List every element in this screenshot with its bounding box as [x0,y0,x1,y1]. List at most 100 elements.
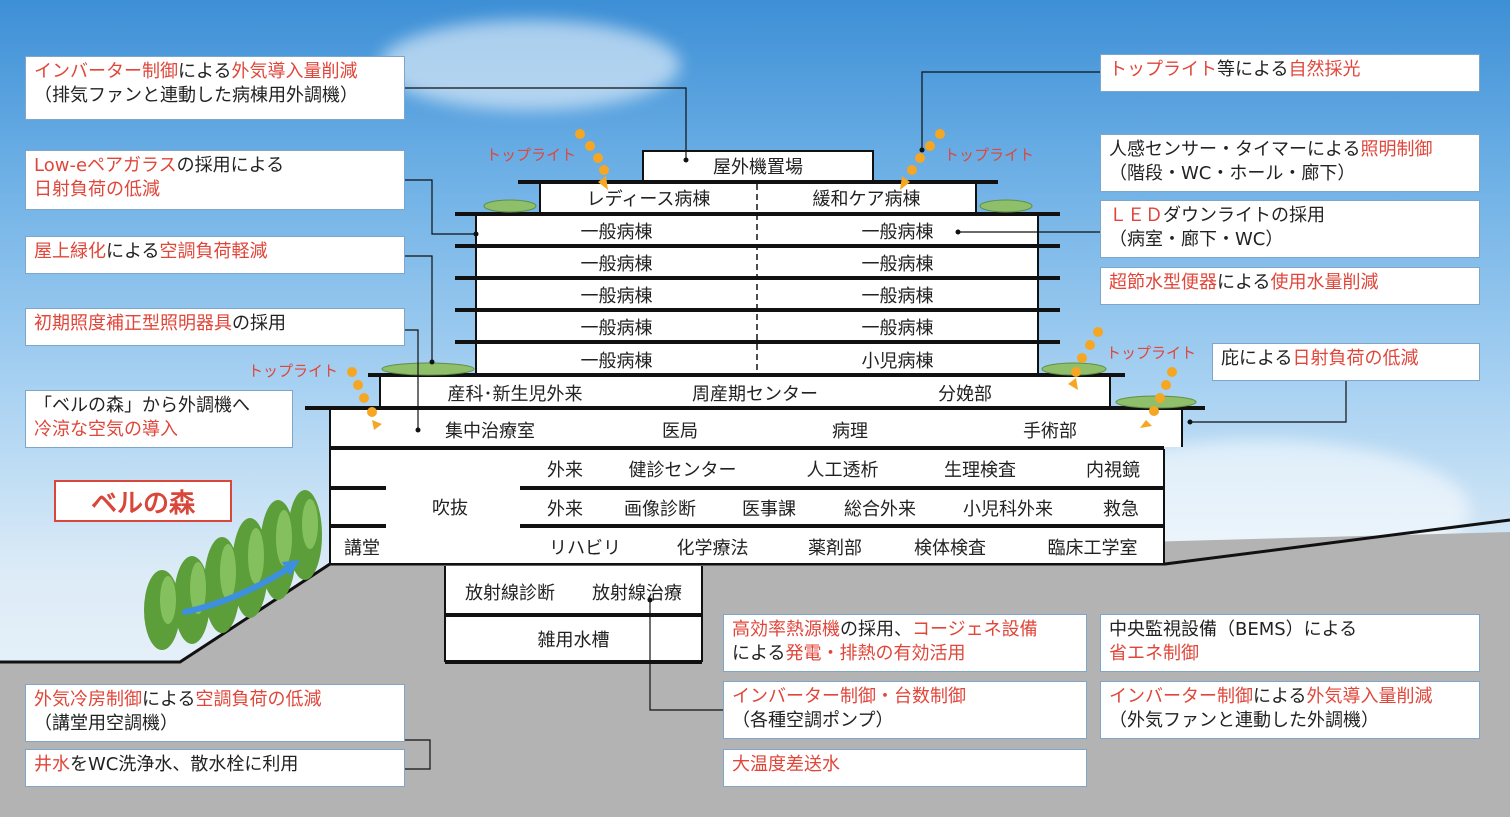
general-ward: 一般病棟 [580,318,653,339]
pharmacy: 薬剤部 [808,538,862,559]
auditorium: 講堂 [344,538,380,559]
bell-forest-label: ベルの森 [54,480,232,522]
toplight-label: トップライト [1106,344,1197,362]
callout-text: による [142,689,196,710]
callout-outdoor-air-cooling: 外気冷房制御による空調負荷の低減（講堂用空調機） [25,684,405,742]
callout-water-saving-toilet: 超節水型便器による使用水量削減 [1100,267,1480,305]
callout-line: 超節水型便器による使用水量削減 [1109,271,1471,295]
callout-text: 人感センサー・タイマーによる [1109,139,1361,160]
callout-text: をWC洗浄水、散水栓に利用 [70,754,299,775]
callout-eaves-solar: 庇による日射負荷の低減 [1212,343,1480,381]
callout-highlight-text: コージェネ設備 [912,619,1038,640]
callout-line: （各種空調ポンプ） [732,709,1078,733]
callout-line: （講堂用空調機） [34,712,396,736]
callout-line: 「ベルの森」から外調機へ [34,394,284,418]
callout-text: 等による [1217,59,1289,80]
callout-text: （各種空調ポンプ） [732,710,894,731]
callout-highlight-text: インバーター制御 [1109,686,1253,707]
callout-line: インバーター制御による外気導入量削減 [34,60,396,84]
callout-heat-source-cogeneration: 高効率熱源機の採用、コージェネ設備による発電・排熱の有効活用 [723,614,1087,672]
toplight-label: トップライト [486,146,577,164]
specimen-testing: 検体検査 [914,538,986,559]
callout-text: （外気ファンと連動した外調機） [1109,710,1379,731]
obstetrics-outpatient: 産科･新生児外来 [447,383,583,405]
callout-line: 庇による日射負荷の低減 [1221,347,1471,371]
callout-text: （病室・廊下・WC） [1109,229,1284,250]
physiological-testing: 生理検査 [944,460,1016,481]
radiation-therapy: 放射線治療 [592,583,682,604]
ladies-ward: レディース病棟 [586,189,711,210]
callout-inverter-ward-ahu: インバーター制御による外気導入量削減（排気ファンと連動した病棟用外調機） [25,56,405,120]
callout-highlight-text: 空調負荷軽減 [159,241,268,262]
medical-office: 医局 [662,420,698,442]
callout-highlight-text: インバーター制御・台数制御 [732,686,966,707]
callout-lighting-control: 人感センサー・タイマーによる照明制御（階段・WC・ホール・廊下） [1100,134,1480,192]
callout-line: 日射負荷の低減 [34,178,396,202]
callout-line: インバーター制御・台数制御 [732,685,1078,709]
pediatric-ward: 小児病棟 [861,350,934,372]
imaging-diagnosis: 画像診断 [624,498,696,520]
callout-highlight-text: 自然採光 [1288,59,1361,80]
callout-highlight-text: 外気冷房制御 [34,689,142,710]
callout-well-water: 井水をWC洗浄水、散水栓に利用 [25,749,405,787]
callout-text: 中央監視設備（BEMS）による [1109,619,1358,640]
callout-line: 冷涼な空気の導入 [34,418,284,442]
callout-highlight-text: 高効率熱源機 [732,619,840,640]
cloud [380,20,680,110]
callout-large-temp-difference: 大温度差送水 [723,749,1087,787]
medical-affairs: 医事課 [742,498,796,520]
callout-highlight-text: 使用水量削減 [1270,272,1379,293]
callout-line: （排気ファンと連動した病棟用外調機） [34,84,396,108]
general-ward: 一般病棟 [861,286,934,307]
callout-highlight-text: 初期照度補正型照明器具 [34,313,232,334]
outpatient: 外来 [547,498,583,520]
toplight-label: トップライト [248,362,339,380]
ground-terrain [0,532,1510,817]
health-checkup-center: 健診センター [628,460,737,481]
callout-text: 庇による [1221,348,1293,369]
callout-text: の採用、 [840,619,912,640]
callout-line: 屋上緑化による空調負荷軽減 [34,240,396,264]
callout-highlight-text: 省エネ制御 [1109,643,1199,664]
endoscopy: 内視鏡 [1086,460,1140,481]
callout-line: （病室・廊下・WC） [1109,228,1471,252]
callout-line: （外気ファンと連動した外調機） [1109,709,1471,733]
callout-led-downlight: ＬＥＤダウンライトの採用（病室・廊下・WC） [1100,200,1480,258]
clinical-engineering: 臨床工学室 [1047,538,1138,559]
callout-initial-illuminance-lighting: 初期照度補正型照明器具の採用 [25,308,405,346]
general-ward: 一般病棟 [580,254,653,275]
rehabilitation: リハビリ [549,538,621,559]
callout-line: 外気冷房制御による空調負荷の低減 [34,688,396,712]
callout-natural-lighting: トップライト等による自然採光 [1100,54,1480,92]
callout-line: 省エネ制御 [1109,642,1471,666]
callout-pump-inverter-control: インバーター制御・台数制御 （各種空調ポンプ） [723,681,1087,739]
pediatric-outpatient: 小児科外来 [963,498,1053,520]
callout-text: による [178,61,232,82]
callout-line: トップライト等による自然採光 [1109,58,1471,82]
rooftop-equipment-area: 屋外機置場 [713,157,803,178]
pathology: 病理 [832,420,868,442]
callout-highlight-text: 日射負荷の低減 [34,179,160,200]
callout-highlight-text: 大温度差送水 [732,754,840,775]
callout-highlight-text: 屋上緑化 [34,241,106,262]
callout-text: による [1253,686,1307,707]
callout-line: 高効率熱源機の採用、コージェネ設備 [732,618,1078,642]
emergency: 救急 [1103,498,1139,520]
general-ward: 一般病棟 [861,222,934,243]
outpatient: 外来 [547,460,583,481]
graywater-tank: 雑用水槽 [537,630,610,651]
dialysis: 人工透析 [806,460,879,481]
intensive-care-unit: 集中治療室 [445,420,535,442]
callout-highlight-text: ＬＥＤ [1109,205,1163,226]
callout-text: の採用 [232,313,286,334]
callout-text: （階段・WC・ホール・廊下） [1109,163,1356,184]
callout-line: 井水をWC洗浄水、散水栓に利用 [34,753,396,777]
callout-line: 人感センサー・タイマーによる照明制御 [1109,138,1471,162]
delivery-department: 分娩部 [938,383,992,405]
callout-low-e-glass: Low-eペアガラスの採用による日射負荷の低減 [25,150,405,210]
callout-line: 中央監視設備（BEMS）による [1109,618,1471,642]
general-ward: 一般病棟 [580,350,653,372]
general-outpatient: 総合外来 [844,498,916,520]
general-ward: 一般病棟 [580,222,653,243]
